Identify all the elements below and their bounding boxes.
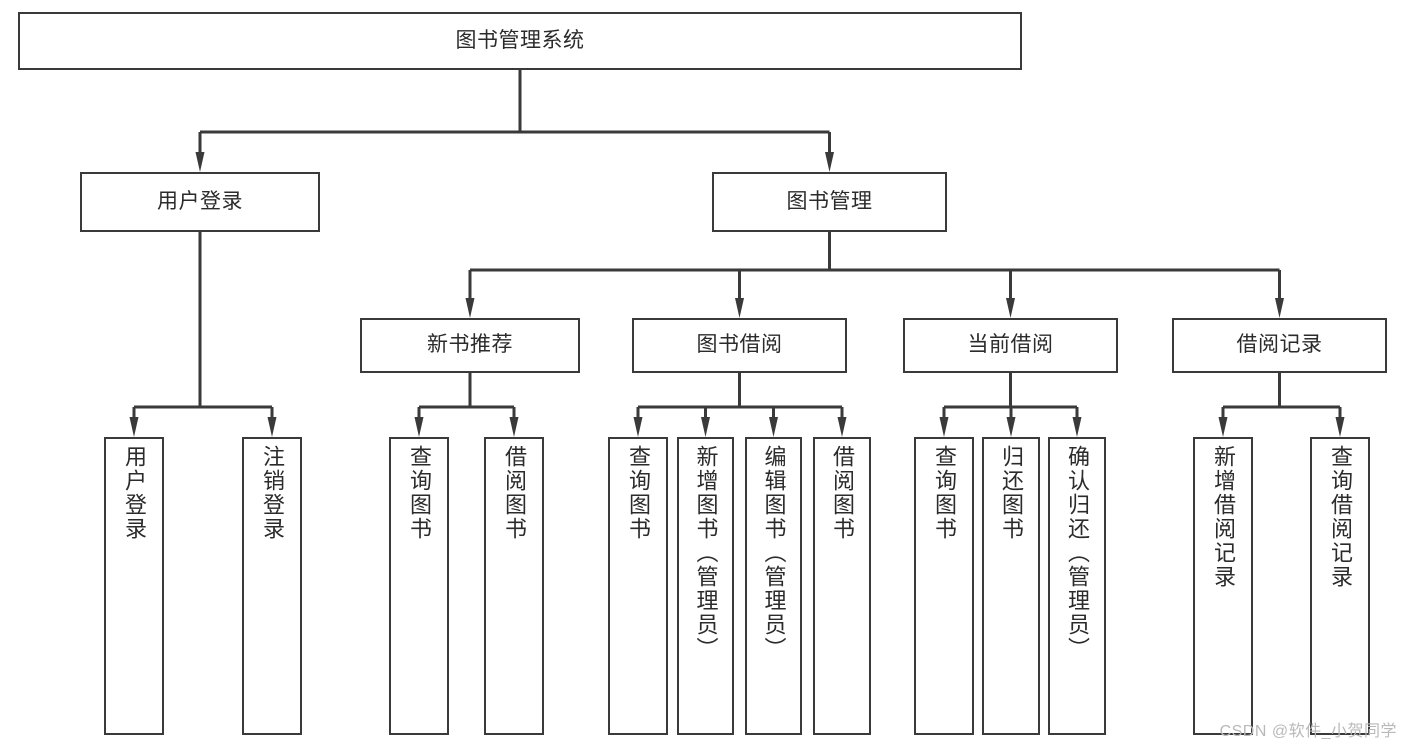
node-l-nb-query: 查询图书	[389, 437, 449, 735]
arrow-head-icon	[701, 417, 710, 437]
node-label: 新增图书（管理员）	[693, 445, 719, 661]
node-l-nb-borrow: 借阅图书	[484, 437, 544, 735]
node-label: 新书推荐	[427, 333, 513, 357]
node-label: 图书管理系统	[455, 28, 585, 52]
arrow-head-icon	[939, 417, 949, 437]
arrow-head-icon	[1072, 417, 1082, 437]
node-label: 当前借阅	[967, 333, 1054, 357]
arrow-head-icon	[414, 417, 424, 437]
arrow-head-icon	[633, 417, 643, 437]
node-label: 查询借阅记录	[1328, 445, 1353, 589]
arrow-head-icon	[267, 417, 277, 437]
node-label: 新增借阅记录	[1211, 445, 1236, 589]
node-l-logout: 注销登录	[242, 437, 302, 735]
arrow-head-icon	[1275, 298, 1284, 318]
node-bookmgmt: 图书管理	[712, 172, 947, 232]
arrow-head-icon	[195, 152, 205, 172]
node-root: 图书管理系统	[18, 12, 1022, 70]
node-newbook: 新书推荐	[360, 318, 580, 373]
arrow-head-icon	[465, 298, 475, 318]
node-l-bo-query: 查询图书	[608, 437, 668, 735]
arrow-head-icon	[837, 417, 847, 437]
node-label: 图书管理	[786, 189, 873, 213]
node-label: 借阅图书	[830, 445, 855, 541]
node-label: 归还图书	[999, 445, 1024, 541]
node-records: 借阅记录	[1172, 318, 1387, 373]
node-l-re-query: 查询借阅记录	[1310, 437, 1370, 735]
node-current: 当前借阅	[903, 318, 1118, 373]
node-label: 注销登录	[260, 445, 285, 541]
node-l-cu-conf: 确认归还（管理员）	[1048, 437, 1106, 735]
arrow-head-icon	[1218, 417, 1228, 437]
arrow-head-icon	[1335, 417, 1345, 437]
node-label: 查询图书	[407, 445, 432, 541]
node-label: 图书借阅	[696, 333, 783, 357]
arrow-head-icon	[1006, 417, 1016, 437]
node-l-cu-query: 查询图书	[914, 437, 974, 735]
node-l-re-add: 新增借阅记录	[1193, 437, 1253, 735]
node-l-bo-edit: 编辑图书（管理员）	[745, 437, 802, 735]
node-label: 确认归还（管理员）	[1065, 445, 1090, 661]
node-login: 用户登录	[80, 172, 320, 232]
node-label: 用户登录	[157, 189, 243, 213]
arrow-head-icon	[1006, 298, 1015, 318]
node-label: 编辑图书（管理员）	[761, 445, 787, 661]
node-label: 借阅图书	[502, 445, 527, 541]
node-label: 查询图书	[626, 445, 651, 541]
csdn-watermark: CSDN @软件_小贺同学	[1219, 723, 1397, 740]
node-l-bo-add: 新增图书（管理员）	[677, 437, 734, 735]
arrow-head-icon	[509, 417, 519, 437]
arrow-head-icon	[735, 298, 744, 318]
node-borrow: 图书借阅	[632, 318, 847, 373]
node-label: 查询图书	[932, 445, 957, 541]
arrow-head-icon	[769, 417, 778, 437]
node-l-bo-lend: 借阅图书	[813, 437, 871, 735]
node-label: 借阅记录	[1236, 333, 1323, 357]
node-label: 用户登录	[122, 445, 147, 541]
node-l-userlogin: 用户登录	[104, 437, 164, 735]
node-l-cu-return: 归还图书	[982, 437, 1040, 735]
arrow-head-icon	[129, 417, 139, 437]
arrow-head-icon	[825, 152, 834, 172]
